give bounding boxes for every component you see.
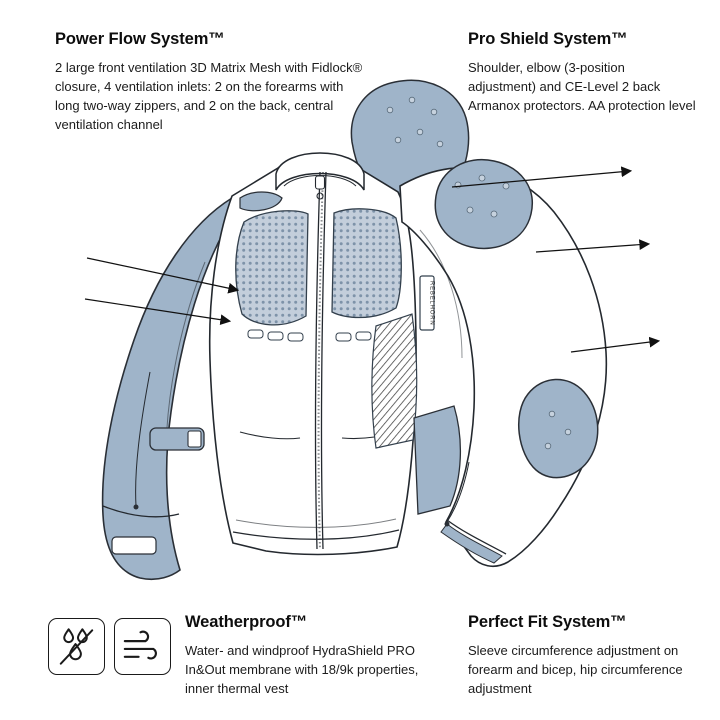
callout-weatherproof: Weatherproof™ Water- and windproof Hydra… [185, 613, 427, 698]
arrow-elbow-protector [570, 336, 661, 353]
chest-vent-right [331, 208, 402, 319]
callout-power-flow: Power Flow System™ 2 large front ventila… [55, 30, 367, 134]
callout-perfect-fit: Perfect Fit System™ Sleeve circumference… [468, 613, 706, 698]
perfect-fit-description: Sleeve circumference adjustment on forea… [468, 643, 683, 697]
chest-vent-left [235, 210, 309, 326]
water-repellent-icon [59, 627, 94, 665]
power-flow-title: Power Flow System™ [55, 30, 225, 48]
pro-shield-title: Pro Shield System™ [468, 30, 628, 48]
hip-panel [413, 405, 462, 515]
callout-pro-shield: Pro Shield System™ Shoulder, elbow (3-po… [468, 30, 696, 115]
callout-arrows [84, 166, 661, 353]
pro-shield-description: Shoulder, elbow (3-position adjustment) … [468, 60, 696, 114]
arrow-shoulder-protector [535, 239, 651, 253]
left-shoulder-panel [239, 191, 283, 212]
cuff-strap [111, 536, 157, 555]
arrow-vent-left [86, 257, 240, 294]
weatherproof-title: Weatherproof™ [185, 613, 308, 631]
arrow-back-protector [451, 166, 633, 188]
feature-icons [48, 618, 171, 675]
water-repellent-icon-box [48, 618, 105, 675]
wind-icon [123, 630, 157, 659]
hip-adjustment-strap [149, 427, 205, 451]
weatherproof-description: Water- and windproof HydraShield PRO In&… [185, 643, 419, 697]
side-mesh-panel [371, 313, 418, 449]
perfect-fit-title: Perfect Fit System™ [468, 613, 627, 631]
arrow-vent-lower [84, 298, 232, 326]
power-flow-description: 2 large front ventilation 3D Matrix Mesh… [55, 60, 363, 133]
left-sleeve [101, 196, 237, 581]
wind-icon-box [114, 618, 171, 675]
elbow-protector [517, 378, 599, 479]
svg-text:REBELHORN: REBELHORN [429, 281, 435, 326]
main-zipper [314, 171, 327, 550]
brand-label: REBELHORN [419, 275, 435, 331]
shoulder-protector [434, 159, 533, 250]
